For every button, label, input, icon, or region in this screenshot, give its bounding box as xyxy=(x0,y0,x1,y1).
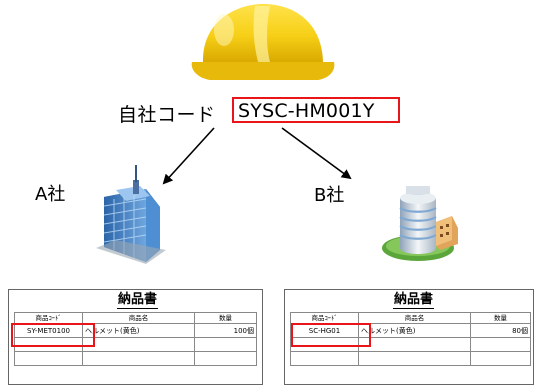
company-code-highlight: SYSC-HM001Y xyxy=(232,97,400,123)
table-row xyxy=(14,351,257,366)
header-product-code: 商品ｺｰﾄﾞ xyxy=(290,312,359,324)
company-a-label: A社 xyxy=(35,184,66,205)
table-row xyxy=(290,351,531,366)
company-code-label: 自社コード xyxy=(118,104,216,126)
cell-product-name: ヘルメット(黄色) xyxy=(82,323,195,338)
table-row: SY-MET0100 ヘルメット(黄色) 100個 xyxy=(14,323,257,338)
header-product-name: 商品名 xyxy=(358,312,471,324)
product-code-highlight xyxy=(291,323,371,347)
table-header-row: 商品ｺｰﾄﾞ 商品名 数量 xyxy=(290,312,531,324)
invoice-company-a: 納品書 商品ｺｰﾄﾞ 商品名 数量 SY-MET0100 ヘルメット(黄色) 1… xyxy=(8,289,263,385)
invoice-table: 商品ｺｰﾄﾞ 商品名 数量 SC-HG01 ヘルメット(黄色) 80個 xyxy=(290,312,531,366)
cell-quantity xyxy=(470,351,531,366)
invoice-company-b: 納品書 商品ｺｰﾄﾞ 商品名 数量 SC-HG01 ヘルメット(黄色) 80個 xyxy=(284,289,534,385)
header-quantity: 数量 xyxy=(470,312,531,324)
helmet-icon xyxy=(191,4,335,80)
invoice-title: 納品書 xyxy=(393,292,435,309)
round-office-building-icon xyxy=(382,186,458,261)
company-code-value: SYSC-HM001Y xyxy=(238,100,375,122)
cell-product-name xyxy=(82,351,195,366)
header-product-code: 商品ｺｰﾄﾞ xyxy=(14,312,83,324)
office-building-icon xyxy=(96,165,166,264)
arrow-to-company-b xyxy=(281,127,352,180)
cell-quantity xyxy=(470,337,531,352)
cell-product-code xyxy=(290,351,359,366)
header-quantity: 数量 xyxy=(194,312,257,324)
cell-quantity xyxy=(194,337,257,352)
cell-product-code xyxy=(14,351,83,366)
cell-product-name xyxy=(358,337,471,352)
invoice-title: 納品書 xyxy=(117,292,159,309)
cell-quantity: 100個 xyxy=(194,323,257,338)
header-product-name: 商品名 xyxy=(82,312,195,324)
invoice-table: 商品ｺｰﾄﾞ 商品名 数量 SY-MET0100 ヘルメット(黄色) 100個 xyxy=(14,312,257,366)
cell-product-name: ヘルメット(黄色) xyxy=(358,323,471,338)
table-header-row: 商品ｺｰﾄﾞ 商品名 数量 xyxy=(14,312,257,324)
product-code-highlight xyxy=(11,323,95,347)
cell-product-name xyxy=(358,351,471,366)
cell-quantity: 80個 xyxy=(470,323,531,338)
company-b-label: B社 xyxy=(314,185,345,206)
cell-quantity xyxy=(194,351,257,366)
arrow-to-company-a xyxy=(162,127,215,185)
cell-product-name xyxy=(82,337,195,352)
